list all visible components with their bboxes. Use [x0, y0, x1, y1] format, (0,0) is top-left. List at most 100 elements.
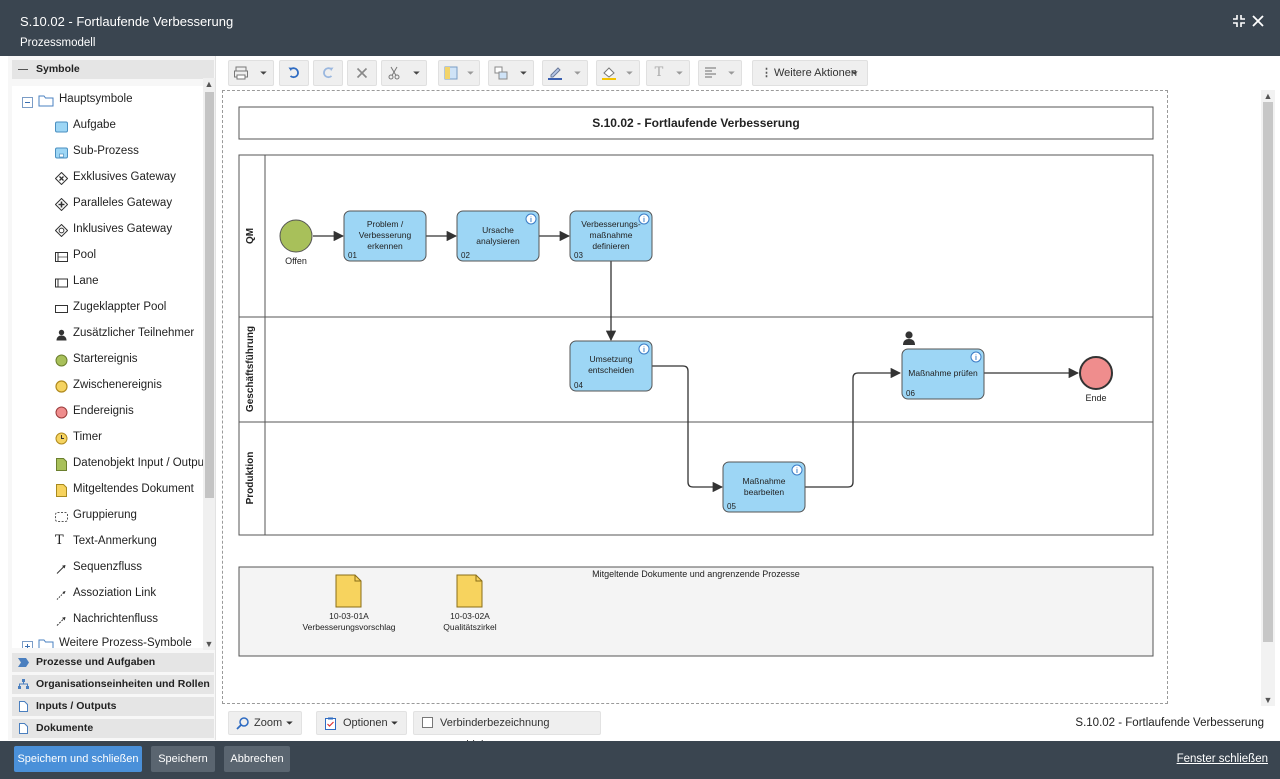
- related-documents-box[interactable]: Mitgeltende Dokumente und angrenzende Pr…: [238, 566, 1154, 657]
- task-label: analysieren: [476, 236, 520, 246]
- accordion-symbole[interactable]: — Symbole: [12, 60, 214, 79]
- start-event[interactable]: Offen: [279, 219, 313, 266]
- tree-item-zwischenereignis[interactable]: Zwischenereignis: [52, 374, 202, 396]
- association-icon: [55, 587, 68, 600]
- file-icon: [18, 723, 29, 734]
- save-button[interactable]: Speichern: [151, 746, 215, 772]
- compress-icon[interactable]: [1231, 14, 1247, 30]
- tree-item-label: Zugeklappter Pool: [73, 301, 167, 313]
- options-button[interactable]: Optionen ⏷: [316, 711, 407, 735]
- task-06[interactable]: i Maßnahme prüfen 06: [901, 348, 985, 400]
- chevron-down-icon[interactable]: ⏷: [676, 68, 684, 78]
- close-icon: [355, 66, 369, 80]
- tree-group-hauptsymbole[interactable]: Hauptsymbole: [20, 88, 200, 110]
- format-button[interactable]: ⏷: [438, 60, 480, 86]
- tree-item-text-anmerkung[interactable]: T Text-Anmerkung: [52, 530, 202, 552]
- scroll-up-icon[interactable]: ▲: [204, 79, 214, 89]
- document-qualitaetszirkel[interactable]: 10-03-02A Qualitätszirkel: [443, 574, 497, 632]
- scrollbar-thumb[interactable]: [1263, 102, 1273, 642]
- chevron-down-icon[interactable]: ⏷: [520, 68, 528, 78]
- task-05[interactable]: i Maßnahme bearbeiten 05: [722, 461, 806, 513]
- document-verbesserungsvorschlag[interactable]: 10-03-01A Verbesserungsvorschlag: [302, 574, 396, 632]
- info-icon[interactable]: [525, 213, 537, 225]
- tree-item-assoziation-link[interactable]: Assoziation Link: [52, 582, 202, 604]
- redo-button[interactable]: [313, 60, 343, 86]
- arrange-button[interactable]: ⏷: [488, 60, 534, 86]
- tree-item-pool[interactable]: Pool: [52, 244, 202, 266]
- align-button[interactable]: ⏷: [698, 60, 742, 86]
- participant-icon[interactable]: [903, 331, 915, 345]
- task-number: 01: [348, 251, 357, 260]
- cut-button[interactable]: ⏷: [381, 60, 427, 86]
- chevron-down-icon[interactable]: ⏷: [413, 68, 421, 78]
- tree-item-zugeklappter-pool[interactable]: Zugeklappter Pool: [52, 296, 202, 318]
- sidebar-scrollbar[interactable]: ▲ ▼: [203, 78, 215, 650]
- task-number: 03: [574, 251, 583, 260]
- chevron-down-icon[interactable]: ⏷: [851, 68, 859, 78]
- tree-group-label: Weitere Prozess-Symbole: [59, 637, 192, 648]
- tree-item-paralleles-gateway[interactable]: Paralleles Gateway: [52, 192, 202, 214]
- more-actions-button[interactable]: ⋮ Weitere Aktionen ⏷: [752, 60, 868, 86]
- tree-item-startereignis[interactable]: Startereignis: [52, 348, 202, 370]
- save-and-close-button[interactable]: Speichern und schließen: [14, 746, 142, 772]
- sequence-flow[interactable]: [652, 365, 724, 493]
- scrollbar-thumb[interactable]: [205, 92, 214, 498]
- accordion-organisation[interactable]: Organisationseinheiten und Rollen: [12, 675, 214, 694]
- undo-button[interactable]: [279, 60, 309, 86]
- fill-color-button[interactable]: ⏷: [596, 60, 640, 86]
- cancel-button[interactable]: Abbrechen: [224, 746, 290, 772]
- tree-item-inklusives-gateway[interactable]: Inklusives Gateway: [52, 218, 202, 240]
- task-04[interactable]: i Umsetzung entscheiden 04: [569, 340, 653, 392]
- accordion-prozesse[interactable]: Prozesse und Aufgaben: [12, 653, 214, 672]
- document-icon: [55, 483, 68, 497]
- task-02[interactable]: i Ursache analysieren 02: [456, 210, 540, 262]
- accordion-inputs-outputs[interactable]: Inputs / Outputs: [12, 697, 214, 716]
- collapse-toggle-icon[interactable]: [22, 94, 35, 108]
- tree-group-weitere[interactable]: Weitere Prozess-Symbole: [20, 632, 200, 648]
- canvas-scrollbar[interactable]: ▲ ▼: [1261, 90, 1275, 706]
- move-connector-label-toggle[interactable]: Verbinderbezeichnung verschieben: [413, 711, 601, 751]
- chevron-down-icon[interactable]: ⏷: [260, 68, 268, 78]
- zoom-button[interactable]: Zoom ⏷: [228, 711, 302, 735]
- task-01[interactable]: Problem / Verbesserung erkennen 01: [343, 210, 427, 262]
- print-button[interactable]: ⏷: [228, 60, 274, 86]
- tree-item-nachrichtenfluss[interactable]: Nachrichtenfluss: [52, 608, 202, 630]
- chevron-down-icon[interactable]: ⏷: [728, 68, 736, 78]
- expand-toggle-icon[interactable]: [22, 638, 35, 648]
- diagram-canvas[interactable]: S.10.02 - Fortlaufende Verbesserung QM G…: [222, 90, 1168, 704]
- tree-item-sub-prozess[interactable]: Sub-Prozess: [52, 140, 202, 162]
- tree-item-zusaetzlicher-teilnehmer[interactable]: Zusätzlicher Teilnehmer: [52, 322, 202, 344]
- tree-item-sequenzfluss[interactable]: Sequenzfluss: [52, 556, 202, 578]
- checkbox[interactable]: [422, 717, 433, 728]
- tree-item-gruppierung[interactable]: Gruppierung: [52, 504, 202, 526]
- text-format-button[interactable]: T ⏷: [646, 60, 690, 86]
- info-icon[interactable]: [970, 351, 982, 363]
- end-event[interactable]: Ende: [1079, 356, 1113, 403]
- tree-item-timer[interactable]: Timer: [52, 426, 202, 448]
- accordion-dokumente[interactable]: Dokumente: [12, 719, 214, 738]
- tree-item-mitgeltendes-dokument[interactable]: Mitgeltendes Dokument: [52, 478, 202, 500]
- sequence-flow[interactable]: [805, 367, 902, 488]
- line-color-button[interactable]: ⏷: [542, 60, 588, 86]
- task-label: entscheiden: [588, 365, 634, 375]
- close-window-link[interactable]: Fenster schließen: [1176, 753, 1268, 765]
- chevron-down-icon[interactable]: ⏷: [467, 68, 475, 78]
- close-icon[interactable]: [1250, 14, 1266, 30]
- scroll-up-icon[interactable]: ▲: [1263, 91, 1273, 101]
- tree-item-exklusives-gateway[interactable]: Exklusives Gateway: [52, 166, 202, 188]
- scroll-down-icon[interactable]: ▼: [204, 639, 214, 649]
- info-icon[interactable]: [638, 213, 650, 225]
- task-03[interactable]: i Verbesserungs- maßnahme definieren 03: [569, 210, 653, 262]
- tree-item-aufgabe[interactable]: Aufgabe: [52, 114, 202, 136]
- chevron-down-icon[interactable]: ⏷: [574, 68, 582, 78]
- tree-item-lane[interactable]: Lane: [52, 270, 202, 292]
- info-icon[interactable]: [638, 343, 650, 355]
- info-icon[interactable]: [791, 464, 803, 476]
- tree-item-datenobjekt[interactable]: Datenobjekt Input / Output: [52, 452, 204, 474]
- tree-item-endereignis[interactable]: Endereignis: [52, 400, 202, 422]
- scroll-down-icon[interactable]: ▼: [1263, 695, 1273, 705]
- diagram-title-box[interactable]: S.10.02 - Fortlaufende Verbesserung: [238, 106, 1154, 140]
- delete-button[interactable]: [347, 60, 377, 86]
- chevron-down-icon[interactable]: ⏷: [626, 68, 634, 78]
- options-label: Optionen: [343, 717, 388, 729]
